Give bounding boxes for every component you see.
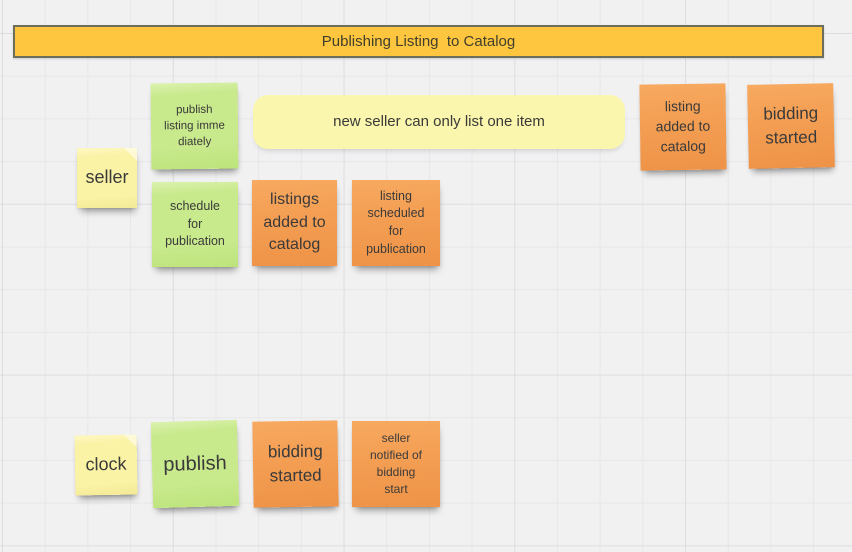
sticky-note-new-seller-constraint[interactable]: new seller can only list one item (253, 95, 625, 149)
sticky-note-text: new seller can only list one item (333, 113, 545, 131)
sticky-note-text: listing added to catalog (655, 97, 711, 155)
sticky-note-text: seller (85, 167, 129, 188)
sticky-note-clock[interactable]: clock (74, 434, 138, 496)
sticky-note-bidding-started-bottom[interactable]: bidding started (252, 420, 339, 508)
sticky-note-listing-added-to-catalog[interactable]: listing added to catalog (639, 83, 727, 171)
sticky-note-text: seller notified of bidding start (369, 430, 423, 497)
sticky-note-listings-added-to-catalog[interactable]: listings added to catalog (252, 180, 337, 266)
sticky-note-publish[interactable]: publish (150, 419, 240, 509)
sticky-note-text: publish (162, 451, 227, 476)
frame-title: Publishing Listing to Catalog (321, 33, 516, 50)
sticky-note-text: clock (85, 453, 127, 475)
sticky-note-text: bidding started (267, 441, 323, 486)
note-fold-corner-icon (124, 148, 137, 161)
sticky-note-listing-scheduled-for-publication[interactable]: listing scheduled for publication (352, 180, 440, 266)
sticky-note-text: listings added to catalog (263, 190, 326, 254)
frame-title-banner[interactable]: Publishing Listing to Catalog (13, 25, 824, 58)
sticky-note-text: schedule for publication (165, 198, 225, 249)
sticky-note-schedule-for-publication[interactable]: schedule for publication (152, 182, 238, 267)
sticky-note-text: publish listing imme diately (164, 103, 225, 149)
sticky-note-seller[interactable]: seller (77, 148, 137, 208)
sticky-note-seller-notified-of-bidding-start[interactable]: seller notified of bidding start (352, 421, 440, 507)
sticky-note-bidding-started-top[interactable]: bidding started (747, 83, 835, 169)
note-fold-corner-icon (123, 434, 137, 448)
sticky-note-publish-listing-immediately[interactable]: publish listing imme diately (150, 82, 239, 170)
sticky-note-text: listing scheduled for publication (366, 188, 426, 256)
sticky-note-text: bidding started (763, 103, 819, 148)
